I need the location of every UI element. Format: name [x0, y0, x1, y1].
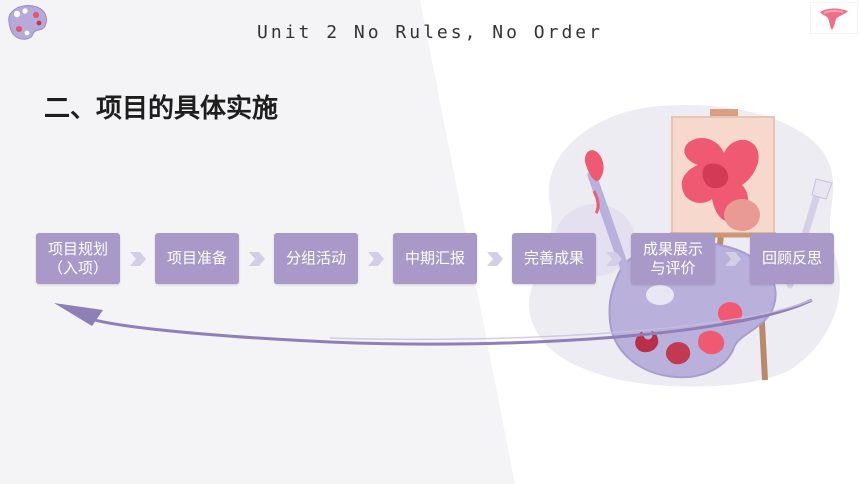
step-project-planning[interactable]: 项目规划 （入项）: [36, 233, 120, 284]
step-refine-results[interactable]: 完善成果: [512, 233, 596, 284]
step-midterm-report[interactable]: 中期汇报: [393, 233, 477, 284]
palette-logo-icon: [8, 5, 47, 40]
chevron-right-icon: [725, 252, 741, 266]
step-showcase-evaluation[interactable]: 成果展示 与评价: [631, 233, 715, 284]
chevron-right-icon: [606, 252, 622, 266]
chevron-right-icon: [368, 252, 384, 266]
step-group-activity[interactable]: 分组活动: [274, 233, 358, 284]
chevron-right-icon: [130, 252, 146, 266]
brush-stroke-corner-icon: [810, 2, 858, 34]
section-heading: 二、项目的具体实施: [44, 94, 279, 124]
chevron-right-icon: [249, 252, 265, 266]
step-project-preparation[interactable]: 项目准备: [155, 233, 239, 284]
unit-title: Unit 2 No Rules, No Order: [257, 22, 603, 43]
step-review-reflection[interactable]: 回顾反思: [750, 233, 834, 284]
chevron-right-icon: [487, 252, 503, 266]
